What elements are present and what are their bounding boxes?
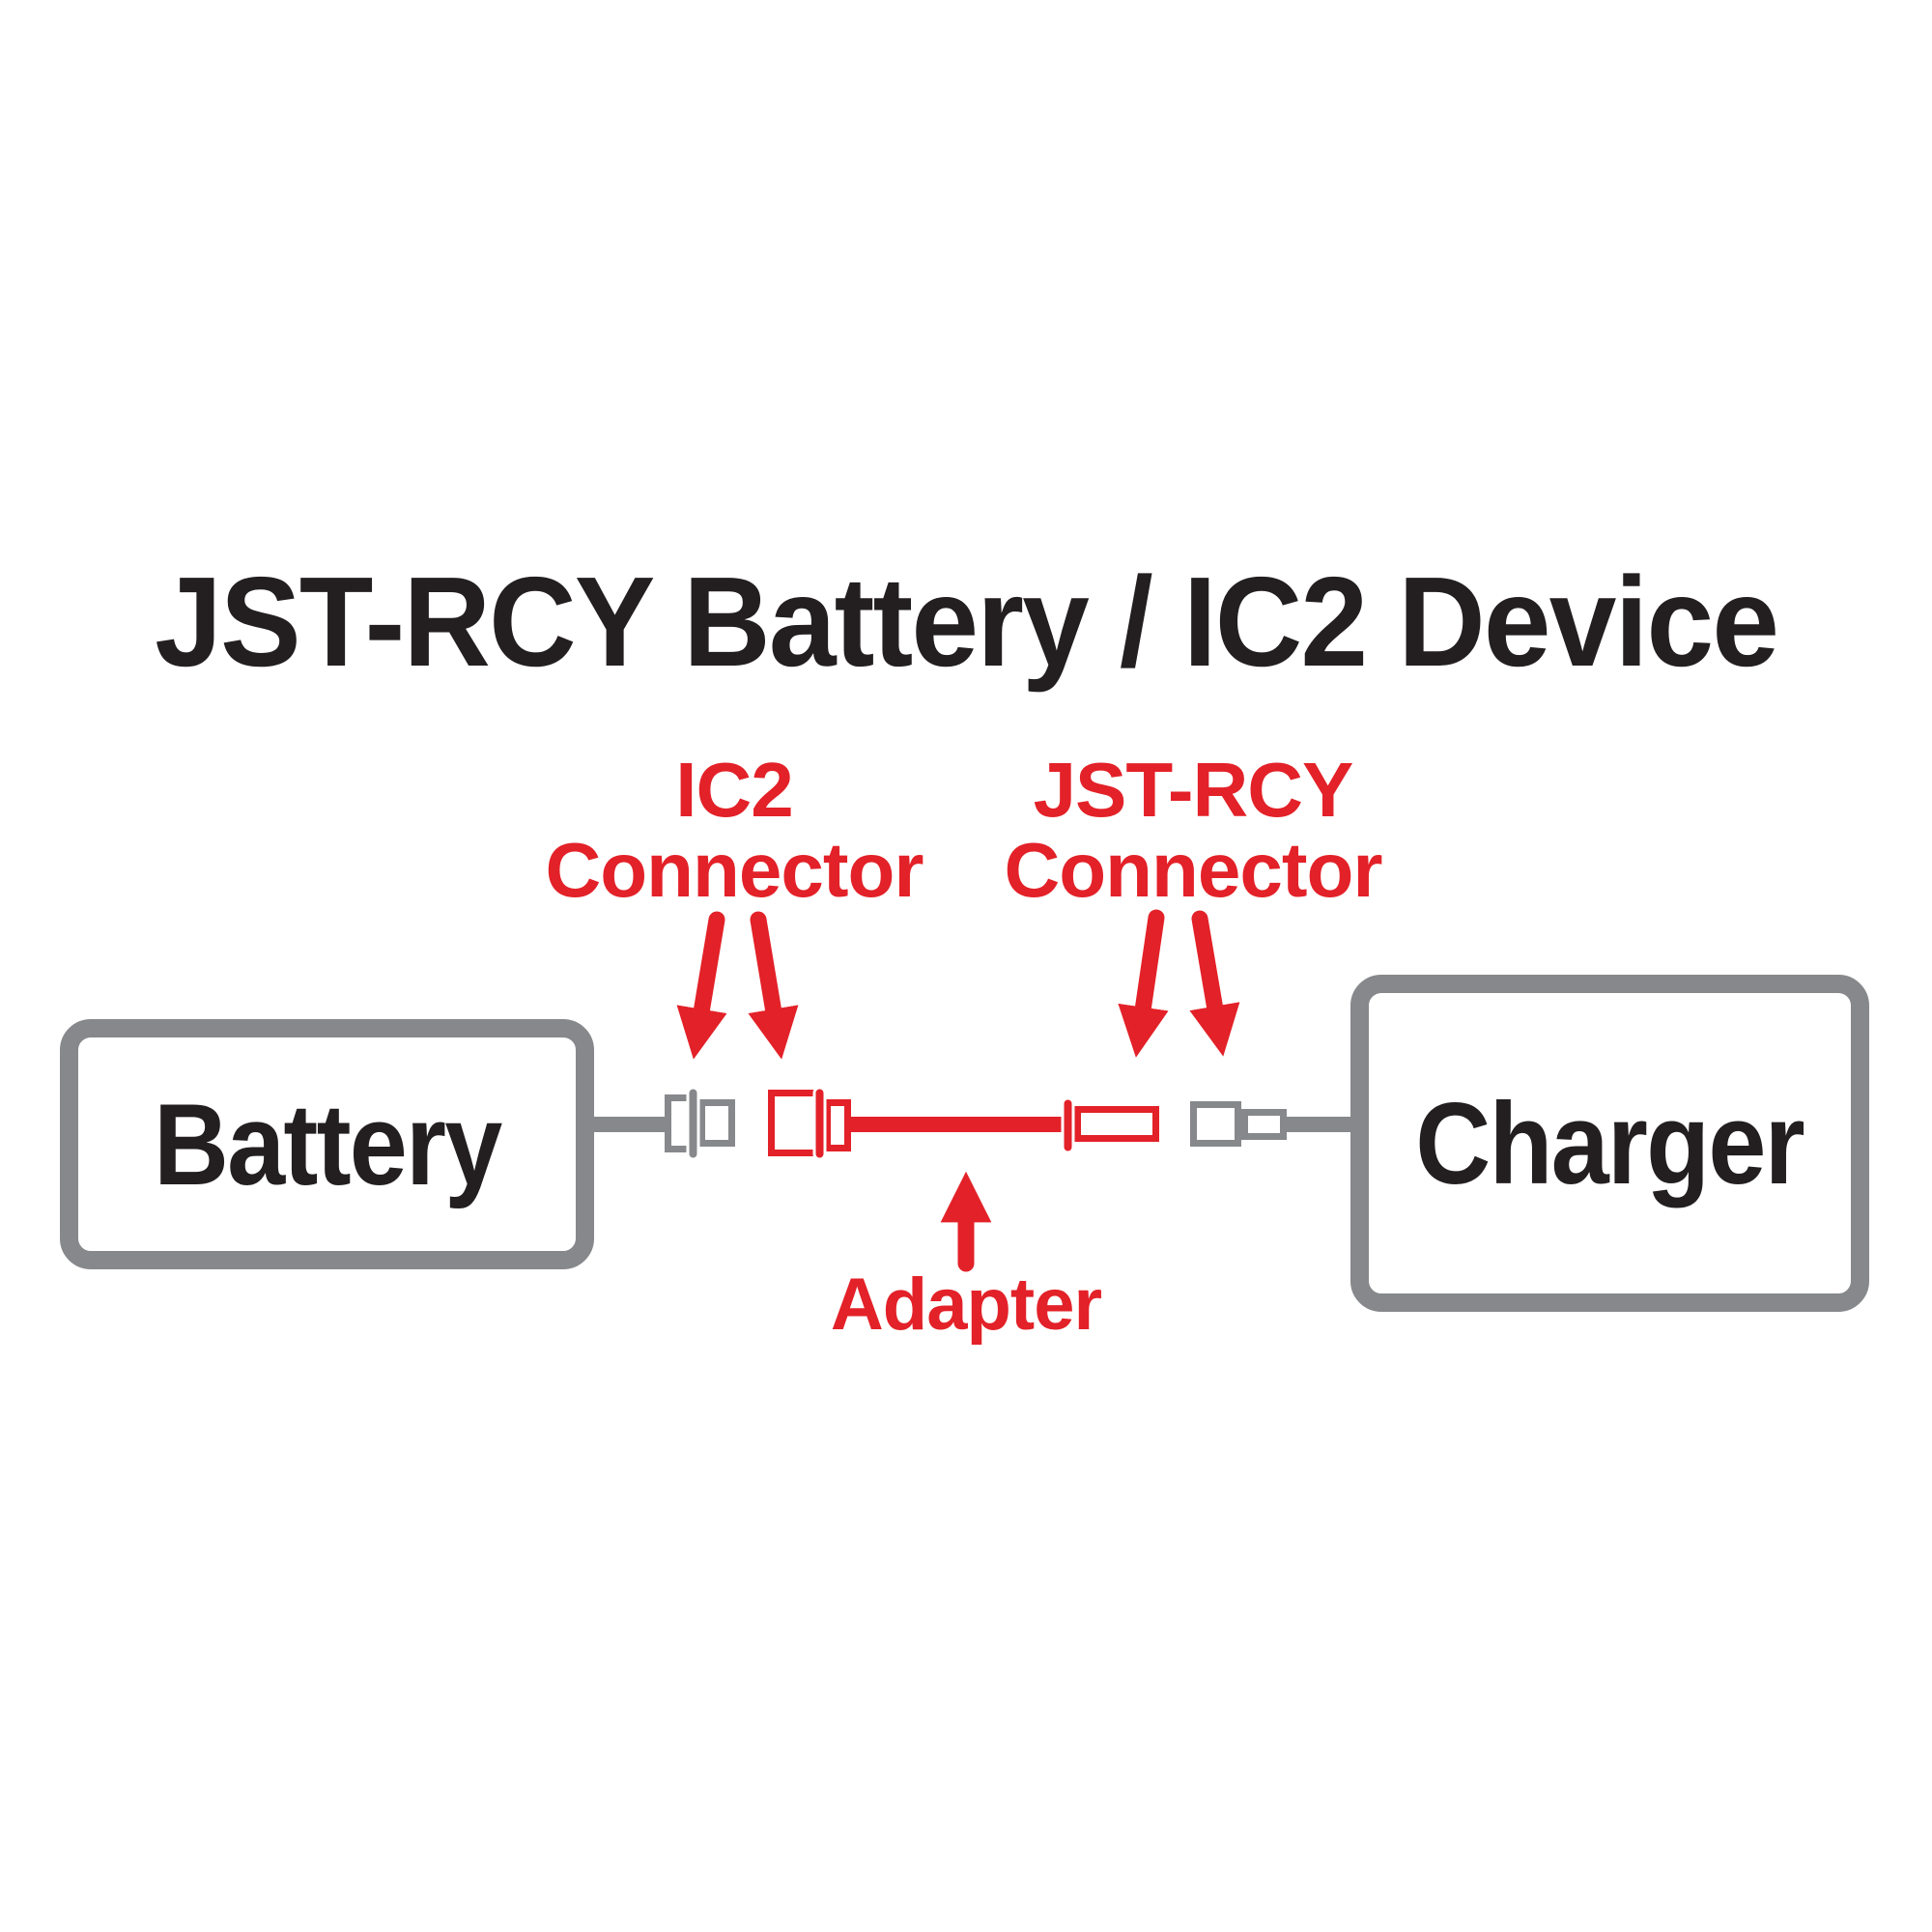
- ic2-callout-line1: IC2: [675, 747, 794, 833]
- battery-box: Battery: [60, 1019, 594, 1269]
- jst-rcy-connector-callout: JST-RCY Connector: [1004, 747, 1383, 913]
- charger-label: Charger: [1415, 1078, 1805, 1208]
- jst-arrow-right: [1189, 910, 1240, 1057]
- ic2-connector-gray: [665, 1086, 735, 1161]
- jst-callout-line1: JST-RCY: [1033, 747, 1354, 833]
- adapter-callout: Adapter: [830, 1264, 1102, 1346]
- jst-callout-line2: Connector: [1004, 827, 1383, 913]
- jst-rcy-connector-red: [1061, 1096, 1159, 1154]
- ic2-red-main-shell: [768, 1090, 823, 1156]
- ic2-red-flange-bar: [812, 1086, 827, 1161]
- jst-arrow-left: [1118, 909, 1169, 1058]
- jst-gray-main-shell: [1190, 1101, 1241, 1147]
- ic2-arrow-right: [748, 911, 799, 1060]
- ic2-gray-flange-bar: [686, 1086, 700, 1161]
- ic2-connector-callout: IC2 Connector: [545, 747, 924, 913]
- ic2-gray-small-shell: [698, 1099, 735, 1147]
- ic2-callout-line2: Connector: [545, 827, 924, 913]
- jst-red-long-shell: [1074, 1106, 1159, 1142]
- jst-red-flange-bar: [1061, 1096, 1075, 1154]
- ic2-red-small-shell: [824, 1099, 851, 1151]
- jst-gray-small-shell: [1241, 1109, 1287, 1140]
- ic2-connector-red: [768, 1086, 851, 1161]
- page-title: JST-RCY Battery / IC2 Device: [0, 558, 1932, 686]
- charger-box: Charger: [1350, 975, 1869, 1312]
- battery-label: Battery: [153, 1079, 502, 1209]
- page-title-text: JST-RCY Battery / IC2 Device: [155, 551, 1779, 693]
- jst-rcy-connector-gray: [1190, 1101, 1287, 1147]
- ic2-arrow-left: [676, 911, 727, 1060]
